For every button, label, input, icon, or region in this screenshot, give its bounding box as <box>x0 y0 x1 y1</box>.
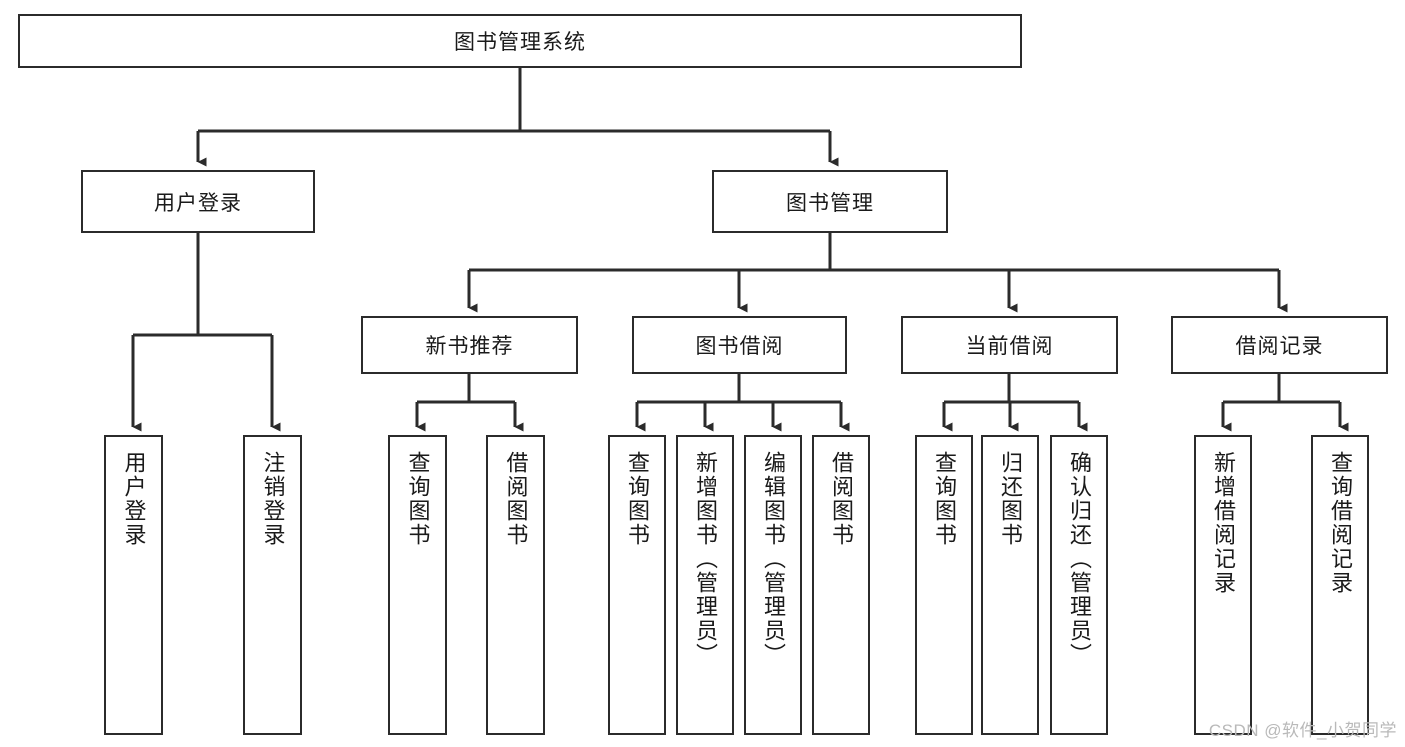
node-book-manage[interactable]: 图书管理 <box>712 170 948 233</box>
node-label: 借阅图书 <box>503 451 529 547</box>
node-label: 用户登录 <box>154 191 242 215</box>
node-label: 图书借阅 <box>695 335 784 358</box>
node-label: 新增图书（管理员） <box>692 451 718 667</box>
node-leaf-add-record[interactable]: 新增借阅记录 <box>1194 435 1252 735</box>
node-label: 归还图书 <box>997 451 1023 547</box>
node-root-system[interactable]: 图书管理系统 <box>18 14 1022 68</box>
node-label: 借阅图书 <box>828 451 854 547</box>
node-label: 注销登录 <box>260 451 286 547</box>
node-leaf-query-book-2[interactable]: 查询图书 <box>608 435 666 735</box>
node-label: 确认归还（管理员） <box>1066 451 1092 667</box>
node-leaf-return-book[interactable]: 归还图书 <box>981 435 1039 735</box>
node-book-borrow[interactable]: 图书借阅 <box>632 316 847 374</box>
node-label: 查询图书 <box>624 451 650 547</box>
node-leaf-logout[interactable]: 注销登录 <box>243 435 302 735</box>
node-label: 查询图书 <box>931 451 957 547</box>
node-label: 新书推荐 <box>425 335 514 358</box>
node-new-book-rec[interactable]: 新书推荐 <box>361 316 578 374</box>
node-label: 当前借阅 <box>965 335 1054 358</box>
node-root-label: 图书管理系统 <box>454 31 586 54</box>
node-label: 查询借阅记录 <box>1327 451 1353 595</box>
watermark-text: CSDN @软件_小贺同学 <box>1208 721 1397 740</box>
node-leaf-query-record[interactable]: 查询借阅记录 <box>1311 435 1369 735</box>
node-user-login[interactable]: 用户登录 <box>81 170 315 233</box>
node-leaf-query-book-3[interactable]: 查询图书 <box>915 435 973 735</box>
node-leaf-borrow-book-2[interactable]: 借阅图书 <box>812 435 870 735</box>
node-leaf-borrow-book-1[interactable]: 借阅图书 <box>486 435 545 735</box>
node-label: 图书管理 <box>786 191 874 215</box>
node-borrow-record[interactable]: 借阅记录 <box>1171 316 1388 374</box>
node-label: 新增借阅记录 <box>1210 451 1236 595</box>
node-label: 编辑图书（管理员） <box>760 451 786 667</box>
node-leaf-confirm-return[interactable]: 确认归还（管理员） <box>1050 435 1108 735</box>
node-label: 借阅记录 <box>1235 335 1324 358</box>
node-leaf-query-book-1[interactable]: 查询图书 <box>388 435 447 735</box>
node-leaf-edit-book[interactable]: 编辑图书（管理员） <box>744 435 802 735</box>
node-current-borrow[interactable]: 当前借阅 <box>901 316 1118 374</box>
node-label: 用户登录 <box>121 451 147 547</box>
node-label: 查询图书 <box>405 451 431 547</box>
node-leaf-add-book[interactable]: 新增图书（管理员） <box>676 435 734 735</box>
node-leaf-user-login[interactable]: 用户登录 <box>104 435 163 735</box>
